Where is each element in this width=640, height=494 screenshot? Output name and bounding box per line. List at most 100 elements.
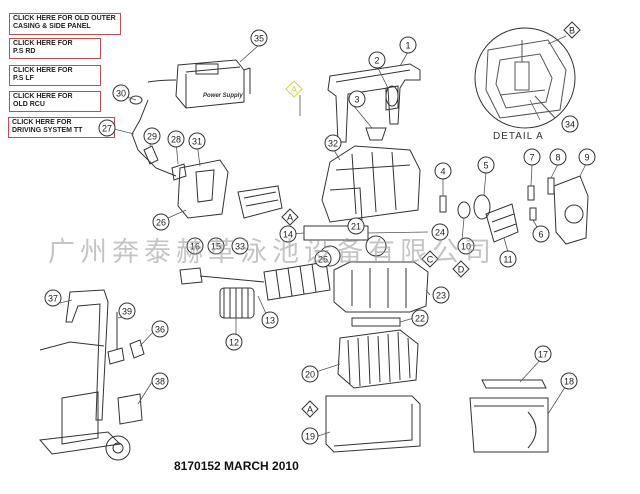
callout-number: 16 (190, 242, 200, 252)
part-number-callout: 4 (434, 162, 452, 180)
callout-number: 26 (156, 218, 166, 228)
link-line: CLICK HERE FOR (13, 67, 73, 74)
part-number-callout: 35 (250, 29, 268, 47)
callout-number: 19 (305, 432, 315, 442)
float-part (385, 85, 399, 107)
part-number-callout: 11 (499, 250, 517, 268)
handle-assembly (327, 63, 421, 143)
callout-circle (151, 320, 169, 338)
document-caption: 8170152 MARCH 2010 (174, 459, 299, 473)
callout-number: 1 (405, 41, 410, 51)
callout-number: 13 (265, 316, 275, 326)
callout-circle (499, 250, 517, 268)
callout-number: 38 (155, 377, 165, 387)
part-number-callout: 8 (549, 148, 567, 166)
callout-circle (432, 286, 450, 304)
callout-circle (261, 311, 279, 329)
callout-number: 35 (254, 34, 264, 44)
callout-circle (431, 223, 449, 241)
callout-circle (368, 51, 386, 69)
callout-letter: A (287, 213, 293, 223)
callout-circle (399, 36, 417, 54)
part-number-callout: 34 (561, 115, 579, 133)
part-number-callout: 27 (98, 119, 116, 137)
callout-circle (152, 213, 170, 231)
detail-a-circle (474, 27, 576, 129)
callout-number: 5 (483, 161, 488, 171)
callout-number: 23 (436, 291, 446, 301)
part-number-callout: 24 (431, 223, 449, 241)
callout-circle (143, 127, 161, 145)
callout-number: 8 (555, 153, 560, 163)
letter-diamond (563, 21, 581, 39)
part-number-callout: 17 (534, 345, 552, 363)
letter-callout: D (452, 260, 470, 278)
part-number-callout: 29 (143, 127, 161, 145)
part-number-callout: 2 (368, 51, 386, 69)
part-number-callout: 3 (348, 90, 366, 108)
callout-number: 7 (529, 153, 534, 163)
part-number-callout: 33 (231, 237, 249, 255)
link-line: CLICK HERE FOR OLD OUTER (13, 15, 116, 22)
callout-number: 28 (171, 135, 181, 145)
callout-circle (301, 427, 319, 445)
callout-circle (44, 289, 62, 307)
callout-number: 21 (351, 222, 361, 232)
callout-circle (532, 225, 550, 243)
link-ps-rd[interactable]: CLICK HERE FOR P.S RD (9, 38, 101, 59)
callout-circle (250, 29, 268, 47)
callout-circle (231, 237, 249, 255)
callout-letter: A (307, 405, 313, 415)
letter-diamond (452, 260, 470, 278)
part-number-callout: 9 (578, 148, 596, 166)
callout-number: 31 (192, 137, 202, 147)
callout-number: 24 (435, 228, 445, 238)
filter-cover (481, 379, 547, 389)
motor-unit (333, 261, 429, 313)
callout-number: 10 (461, 242, 471, 252)
letter-diamond (301, 400, 319, 418)
part-number-callout: 28 (167, 130, 185, 148)
letter-callout: C (421, 250, 439, 268)
link-line: P.S LF (13, 75, 34, 82)
link-ps-lf[interactable]: CLICK HERE FOR P.S LF (9, 65, 101, 86)
callout-number: 17 (538, 350, 548, 360)
callout-circle (347, 217, 365, 235)
right-side-panel (553, 175, 589, 245)
bottom-tray (325, 395, 421, 453)
callout-circle (186, 237, 204, 255)
link-line: P.S RD (13, 48, 36, 55)
callout-circle (225, 333, 243, 351)
callout-circle (207, 237, 225, 255)
callout-circle (578, 148, 596, 166)
filter-bag (469, 397, 549, 453)
callout-number: 25 (318, 255, 328, 265)
callout-number: 9 (584, 153, 589, 163)
callout-number: 32 (328, 139, 338, 149)
part-number-callout: 32 (324, 134, 342, 152)
part-number-callout: 20 (301, 365, 319, 383)
link-old-rcu[interactable]: CLICK HERE FOR OLD RCU (9, 91, 101, 112)
part-number-callout: 31 (188, 132, 206, 150)
part-number-callout: 25 (314, 250, 332, 268)
callout-number: 14 (283, 230, 293, 240)
main-body (321, 145, 421, 223)
callout-circle (324, 134, 342, 152)
part-number-callout: 23 (432, 286, 450, 304)
part-number-callout: 6 (532, 225, 550, 243)
part-number-callout: 1 (399, 36, 417, 54)
callout-number: 12 (229, 338, 239, 348)
callout-circle (301, 365, 319, 383)
link-old-outer-casing[interactable]: CLICK HERE FOR OLD OUTER CASING & SIDE P… (9, 13, 121, 35)
left-side-panel (177, 159, 229, 219)
part-number-callout: 10 (457, 237, 475, 255)
link-driving-system-tt[interactable]: CLICK HERE FOR DRIVING SYSTEM TT (8, 117, 115, 138)
callout-letter: D (458, 265, 465, 275)
callout-circle (434, 162, 452, 180)
part-number-callout: 18 (560, 372, 578, 390)
part-number-callout: 21 (347, 217, 365, 235)
callout-circle (477, 156, 495, 174)
callout-letter: C (427, 255, 434, 265)
